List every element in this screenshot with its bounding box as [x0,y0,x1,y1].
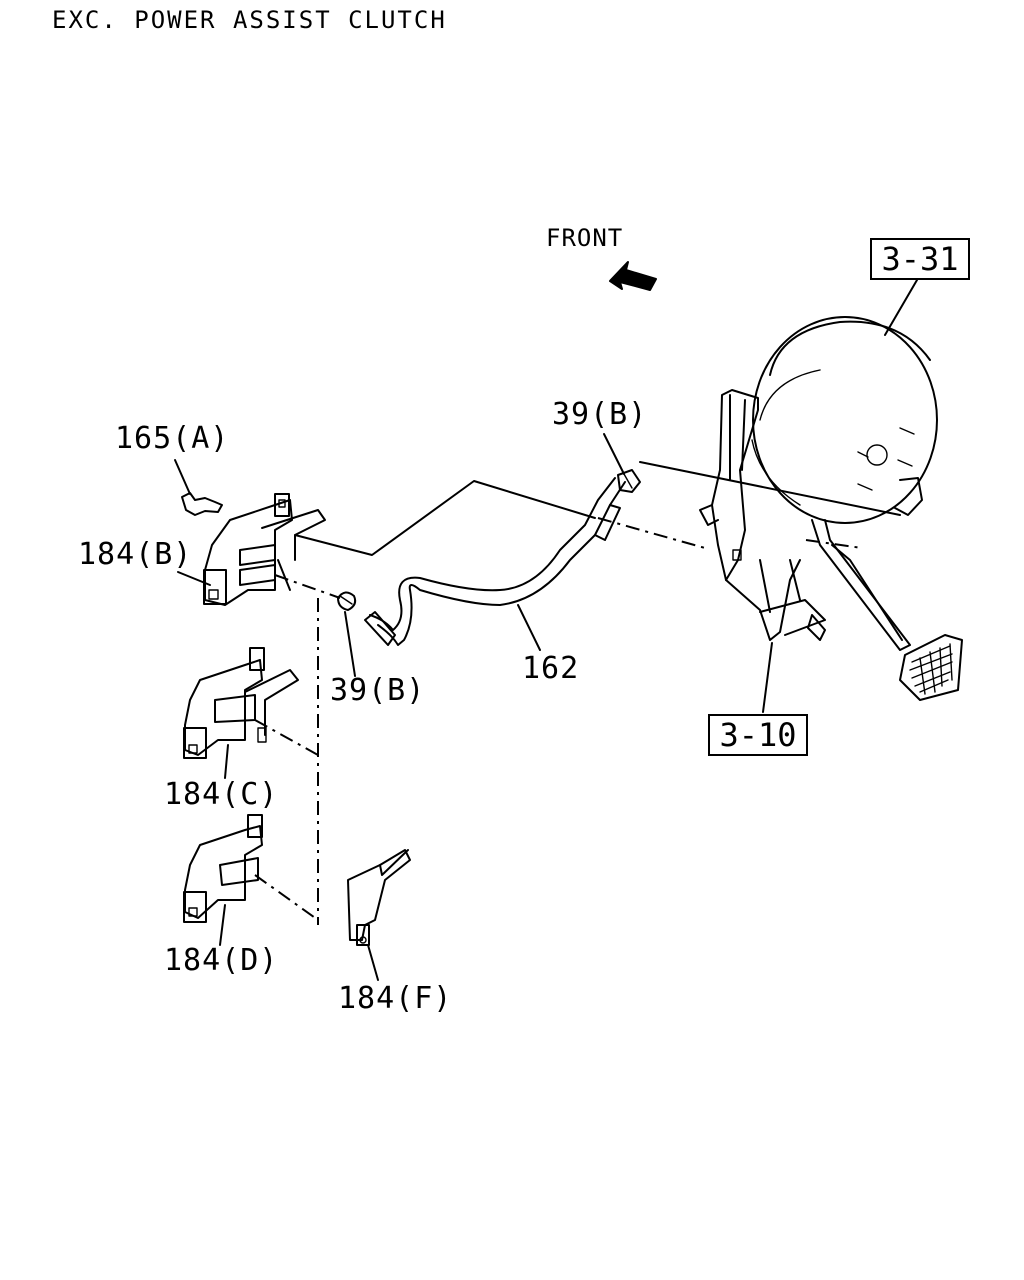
hose-162-drawing [364,477,626,646]
clamp-184d-drawing [183,814,263,923]
part-label-184b[interactable]: 184(B) [78,537,193,572]
part-label-184c[interactable]: 184(C) [164,777,279,812]
leader-lines [174,279,918,981]
clamp-184b-drawing [181,492,326,606]
ref-box-pedal[interactable]: 3-10 [708,714,808,756]
clamp-184c-drawing [183,647,299,759]
part-label-165a[interactable]: 165(A) [115,421,230,456]
part-label-39b-mid[interactable]: 39(B) [330,673,426,708]
ref-box-booster[interactable]: 3-31 [870,238,970,280]
part-label-184f[interactable]: 184(F) [338,981,453,1016]
clip-39b-mid-icon [337,591,357,611]
part-label-184d[interactable]: 184(D) [164,943,279,978]
brake-booster-drawing [751,316,938,524]
front-label: FRONT [546,224,624,252]
page-title: EXC. POWER ASSIST CLUTCH [52,6,447,34]
part-label-162[interactable]: 162 [522,651,580,686]
clip-39b-top-icon [617,469,641,493]
bracket-184f-drawing [347,849,411,946]
pedal-bracket-drawing [699,389,963,701]
part-label-39b-top[interactable]: 39(B) [552,397,648,432]
front-arrow-icon [609,261,657,291]
